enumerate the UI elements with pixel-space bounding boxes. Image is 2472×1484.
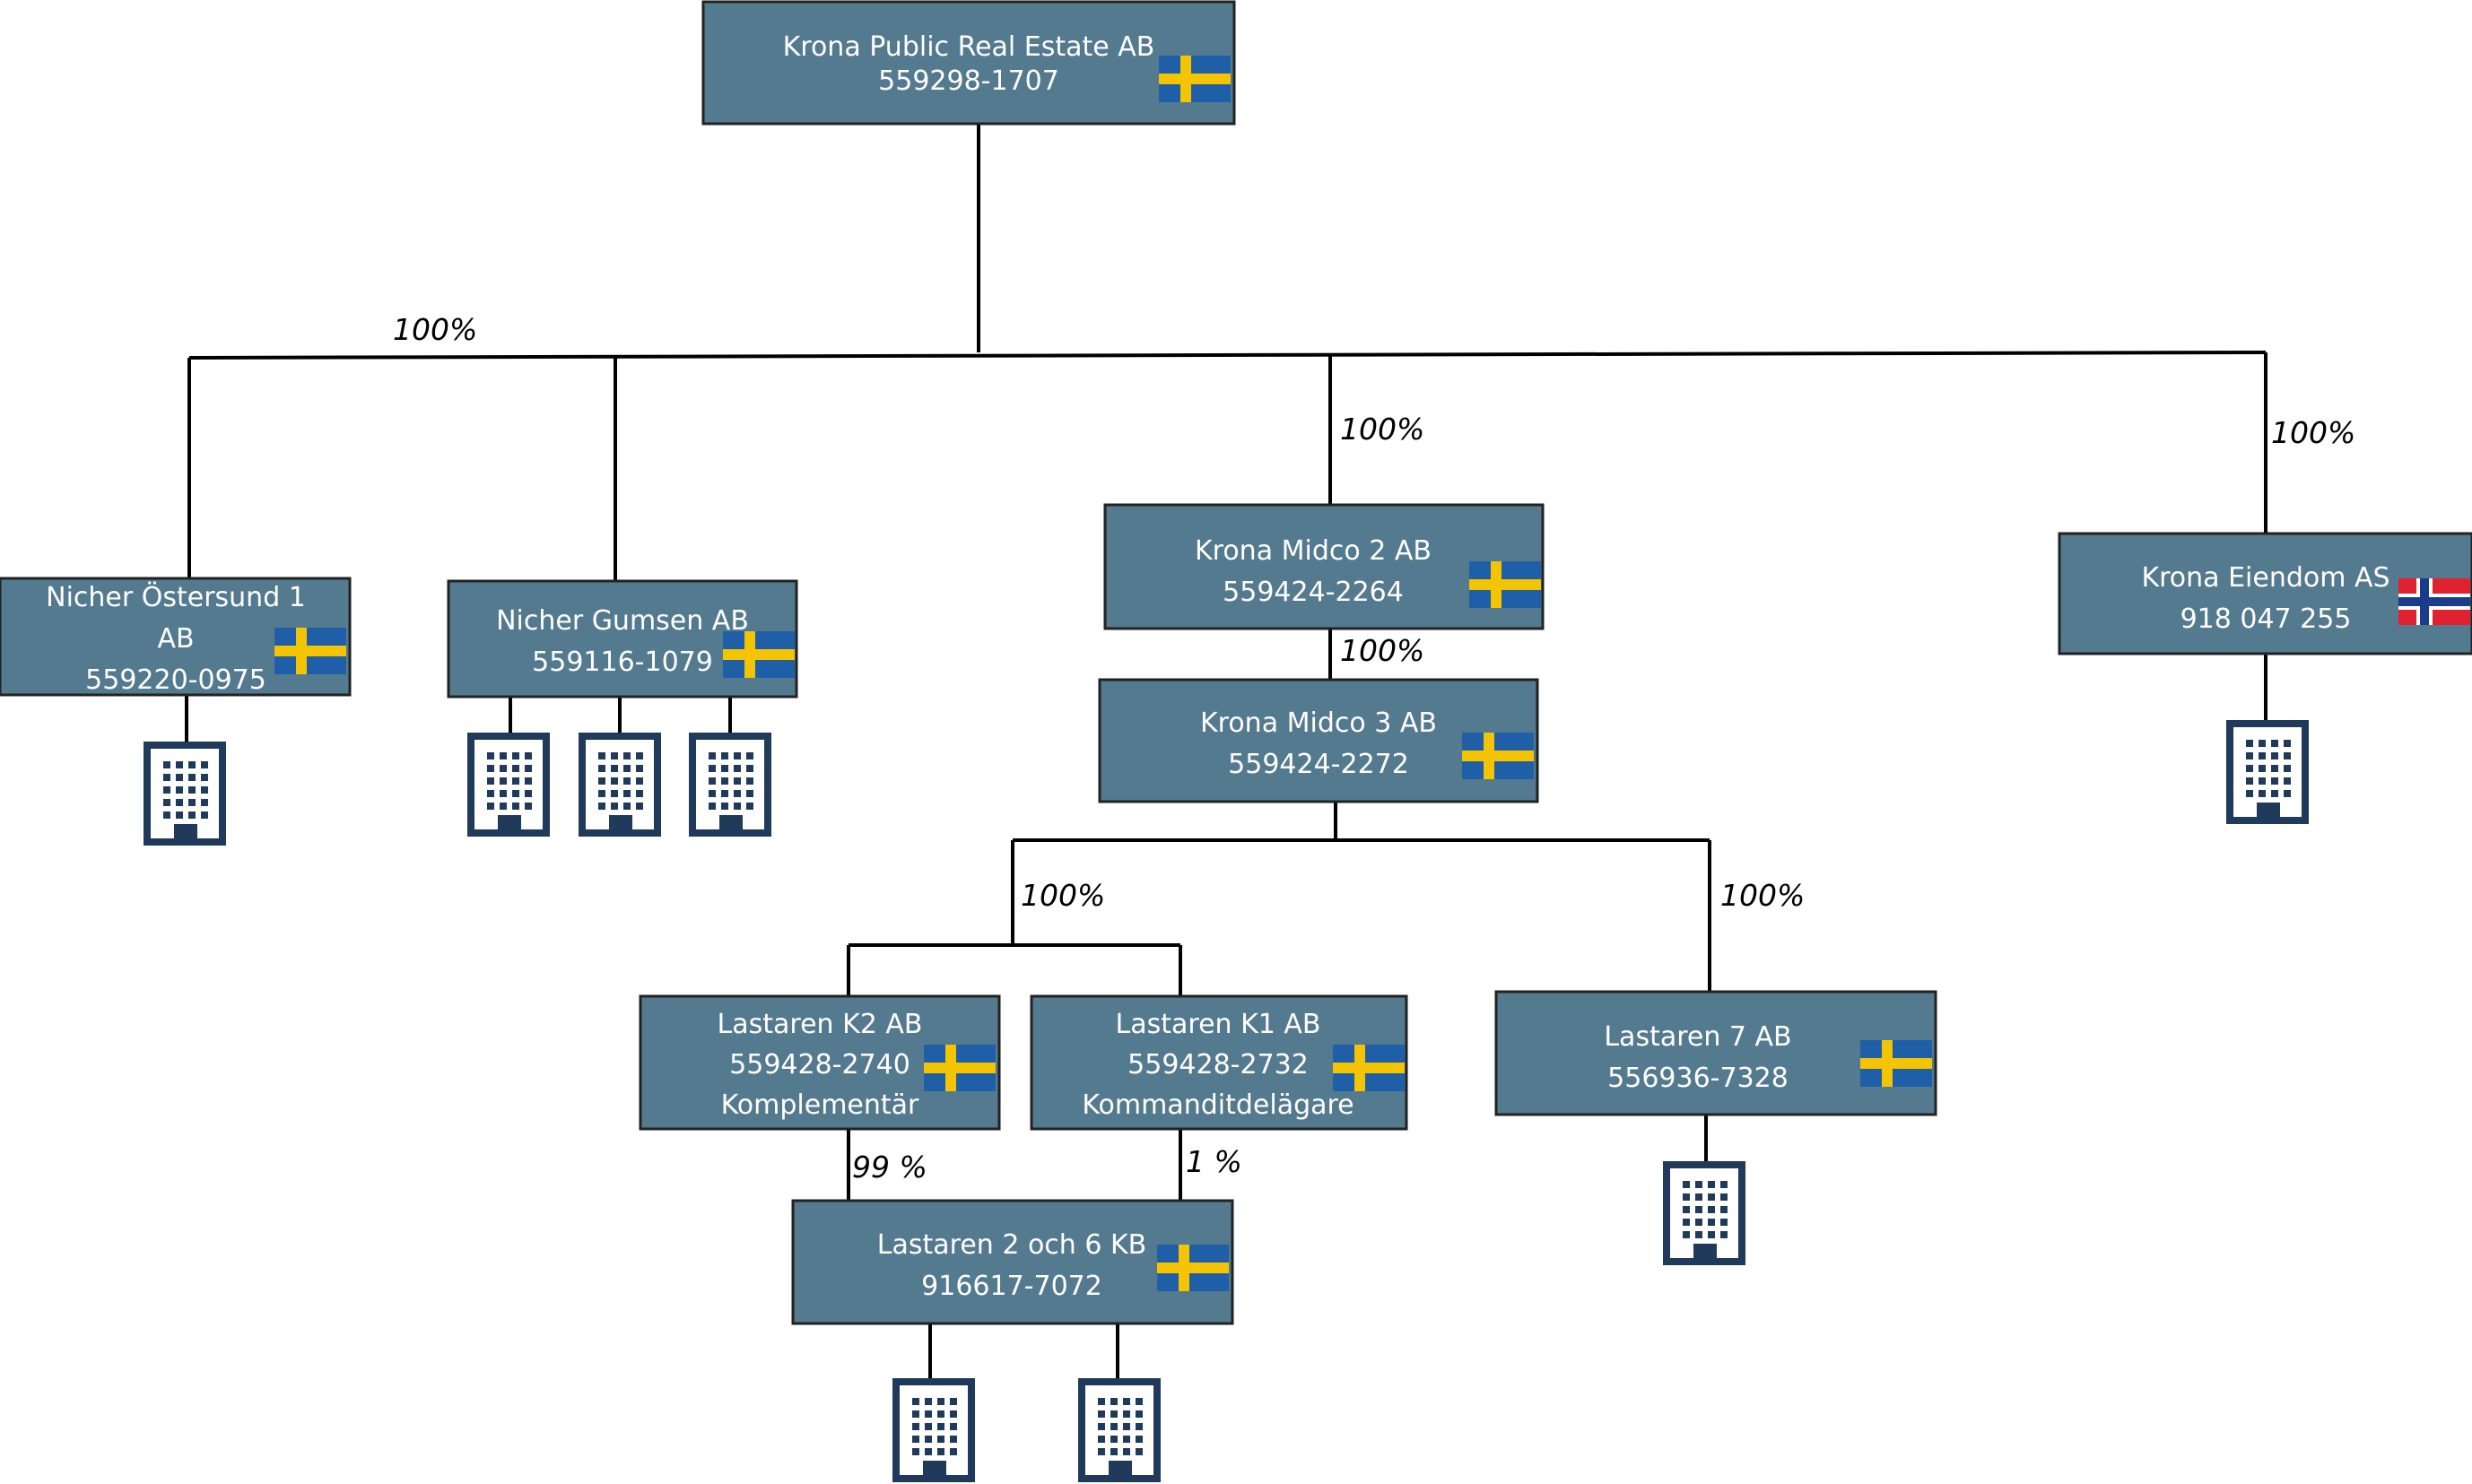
entity-lastaren-2-6: Lastaren 2 och 6 KB 916617-7072 [791, 1199, 1234, 1325]
sweden-flag-icon [1333, 1045, 1405, 1091]
entity-name: Lastaren 2 och 6 KB [877, 1229, 1146, 1261]
entity-box [1030, 994, 1408, 1131]
ownership-label-midco-3-to-k: 100% [1021, 878, 1105, 913]
norway-flag-icon [2398, 578, 2470, 625]
ownership-label-midco-2-to-3: 100% [1340, 633, 1424, 668]
ownership-label-k2-to-kb: 99 % [852, 1150, 927, 1185]
entity-name-cont: AB [157, 623, 194, 655]
entity-name: Nicher Östersund 1 [46, 581, 306, 613]
sweden-flag-icon [723, 631, 795, 678]
sweden-flag-icon [1462, 733, 1534, 779]
entity-org-number: 559220-0975 [85, 664, 266, 696]
entity-nicher-gumsen: Nicher Gumsen AB 559116-1079 [447, 579, 798, 699]
entity-org-number: 559428-2732 [1127, 1049, 1309, 1080]
entity-role: Komplementär [721, 1089, 919, 1121]
building-icon [692, 736, 768, 833]
entity-name: Krona Eiendom AS [2141, 562, 2389, 594]
ownership-labels: 100% 100% 100% 100% 100% 100% 99 % 1 % [393, 312, 2355, 1185]
entity-krona-eiendom: Krona Eiendom AS 918 047 255 [2058, 532, 2472, 655]
entity-org-number: 559298-1707 [878, 65, 1059, 97]
entity-name: Krona Midco 3 AB [1200, 707, 1437, 739]
entity-name: Krona Public Real Estate AB [783, 31, 1155, 63]
ownership-label-midco-2: 100% [1340, 412, 1424, 447]
entity-name: Lastaren K2 AB [718, 1009, 923, 1040]
entity-lastaren-k2: Lastaren K2 AB 559428-2740 Komplementär [639, 994, 1001, 1131]
building-icon [2230, 724, 2305, 820]
ownership-label-k1-to-kb: 1 % [1186, 1144, 1242, 1179]
sweden-flag-icon [1157, 1245, 1229, 1291]
building-icon [582, 736, 657, 833]
building-icon [1082, 1382, 1157, 1479]
entity-role: Kommanditdelägare [1082, 1089, 1354, 1121]
entity-name: Lastaren K1 AB [1116, 1009, 1321, 1040]
entity-org-number: 918 047 255 [2180, 603, 2352, 635]
building-icon [896, 1382, 971, 1479]
entity-nicher-ostersund: Nicher Östersund 1 AB 559220-0975 [0, 577, 352, 697]
sweden-flag-icon [1860, 1040, 1932, 1087]
ownership-label-midco-3-to-7: 100% [1720, 878, 1805, 913]
connector-lines [185, 124, 2267, 1384]
entity-krona-midco-3: Krona Midco 3 AB 559424-2272 [1098, 678, 1539, 803]
entity-krona-public: Krona Public Real Estate AB 559298-1707 [701, 0, 1236, 126]
entity-lastaren-k1: Lastaren K1 AB 559428-2732 Kommanditdelä… [1030, 994, 1408, 1131]
entity-org-number: 559424-2272 [1228, 749, 1409, 780]
building-icon [1667, 1165, 1742, 1262]
entity-org-number: 559424-2264 [1223, 577, 1404, 608]
entity-name: Lastaren 7 AB [1604, 1021, 1791, 1053]
ownership-label-eiendom: 100% [2271, 415, 2355, 450]
entity-org-number: 556936-7328 [1607, 1063, 1789, 1094]
connector-top-bus [188, 351, 2267, 360]
building-icon [471, 736, 546, 833]
entity-name: Nicher Gumsen AB [496, 605, 749, 637]
entity-krona-midco-2: Krona Midco 2 AB 559424-2264 [1103, 503, 1545, 630]
entity-name: Krona Midco 2 AB [1195, 535, 1432, 567]
building-icon [147, 745, 222, 842]
entity-org-number: 916617-7072 [921, 1271, 1102, 1302]
sweden-flag-icon [1159, 56, 1231, 102]
sweden-flag-icon [1469, 561, 1541, 608]
sweden-flag-icon [274, 628, 346, 674]
ownership-label-top: 100% [393, 312, 477, 347]
entity-lastaren-7: Lastaren 7 AB 556936-7328 [1494, 990, 1937, 1116]
entity-box [701, 0, 1236, 126]
sweden-flag-icon [924, 1045, 996, 1091]
entity-org-number: 559428-2740 [729, 1049, 910, 1080]
entity-org-number: 559116-1079 [532, 647, 713, 678]
